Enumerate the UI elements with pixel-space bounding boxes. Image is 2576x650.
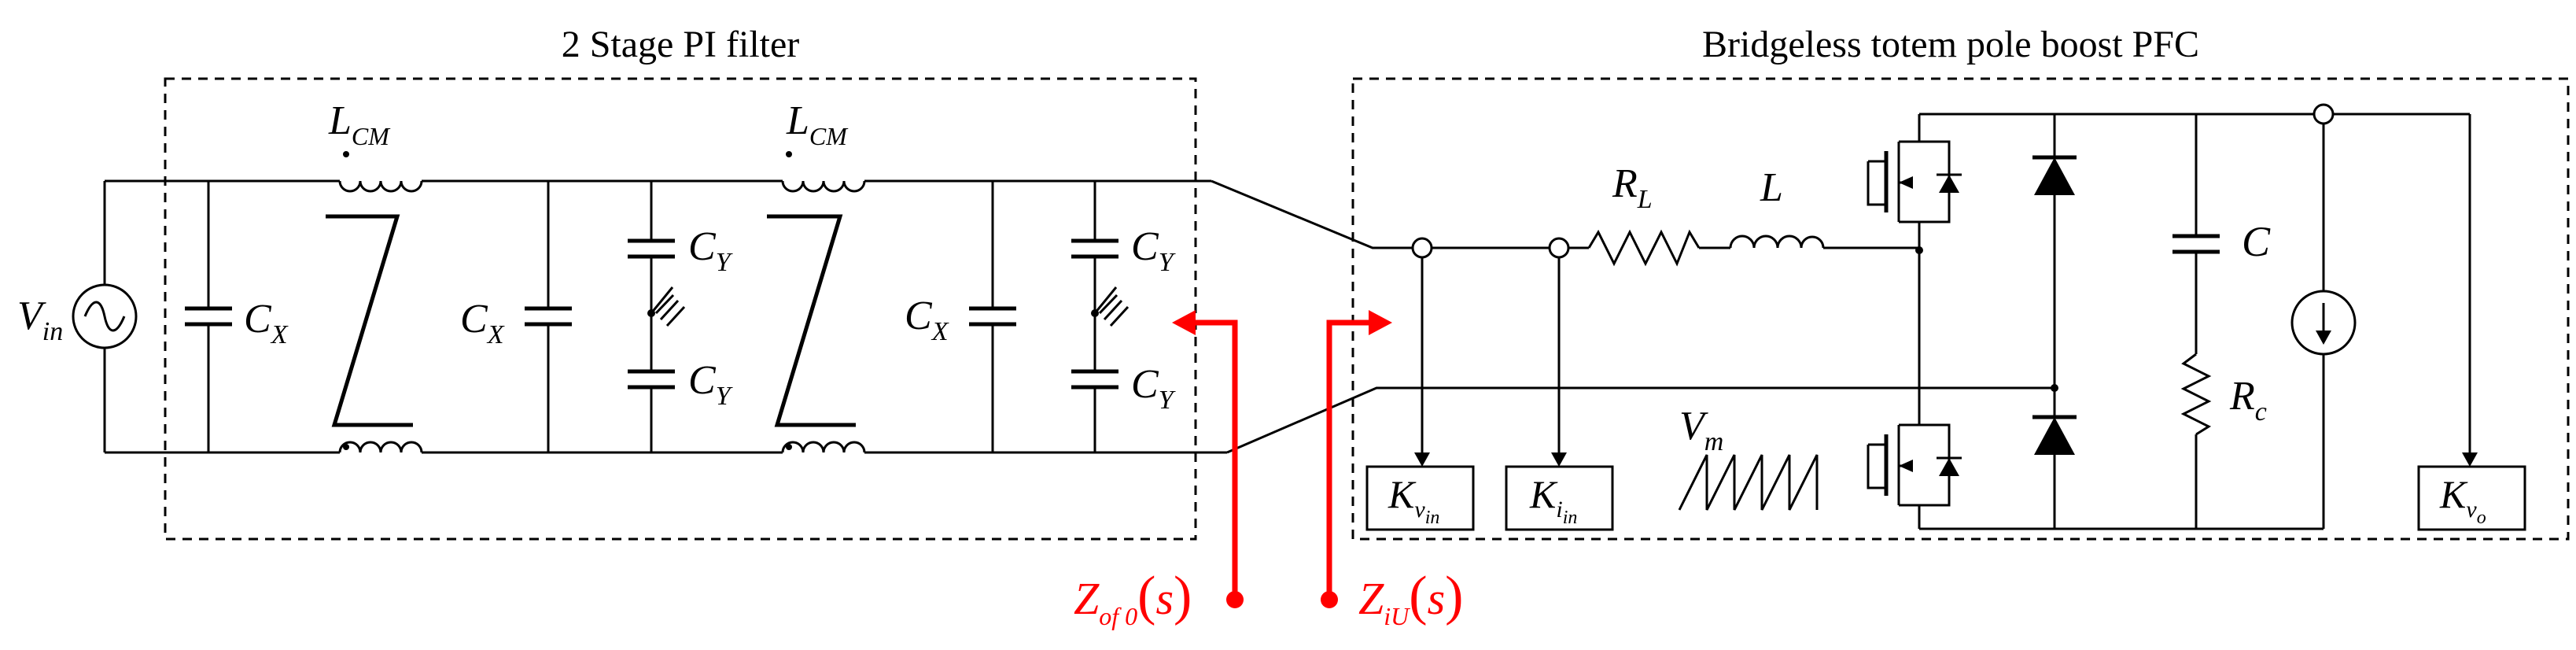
cy-label-2b: CY [1131,362,1176,415]
k-vo-box: Kvo [2417,114,2526,531]
pi-filter-box [164,77,1197,541]
lcm-label-1: LCM [328,98,391,150]
cy-pair-2 [1071,181,1130,452]
cy-label-1a: CY [688,224,733,277]
rc-label: Rc [2229,374,2267,427]
mosfet-bottom [1867,388,1962,529]
cm-choke-1 [326,151,423,454]
diode-leg [2032,114,2077,529]
svg-text:Kvin: Kvin [1388,472,1439,528]
mosfet-top [1867,114,1962,248]
pfc-box [1351,77,2570,541]
pi-filter-title: 2 Stage PI filter [562,24,800,65]
cx-label-3: CX [905,294,949,346]
zof-label: Zof 0(s) [1074,566,1192,630]
c-label: C [2242,218,2271,265]
cx-label-2: CX [460,297,505,349]
vm-sawtooth [1678,454,1819,511]
cm-choke-2 [767,151,867,454]
cy-pair-1 [628,181,686,452]
cx-capacitor-3 [969,181,1016,452]
pfc-top-rail [1919,103,2470,125]
boost-inductor [1729,235,1825,249]
cx-capacitor-2 [525,181,572,452]
current-source-load [2290,124,2357,529]
voltage-source [72,181,138,452]
ziu-marker [1321,310,1392,608]
rl-resistor [1587,229,1701,267]
inter-stage-wires [1211,179,2055,454]
output-capacitor [2172,114,2220,529]
k-iin-box: Kiin [1505,465,1614,531]
cy-label-1b: CY [688,358,733,411]
ziu-label: ZiU(s) [1358,566,1463,630]
cy-label-2a: CY [1131,224,1176,277]
source-label: Vin [17,294,63,346]
svg-text:Kiin: Kiin [1529,472,1577,528]
sensor-drops [1414,257,1567,467]
k-vin-box: Kvin [1365,465,1475,531]
svg-text:Kvo: Kvo [2439,472,2486,528]
filter-rails [105,179,1227,454]
l-label: L [1760,165,1783,210]
zof-marker [1172,310,1244,608]
rl-label: RL [1612,161,1653,214]
switch-leg-wire [1915,246,1923,388]
pfc-title: Bridgeless totem pole boost PFC [1702,24,2199,65]
cx-capacitor-1 [185,181,232,452]
vm-label: Vm [1679,404,1723,456]
lcm-label-2: LCM [786,98,849,150]
cx-label-1: CX [244,297,289,349]
